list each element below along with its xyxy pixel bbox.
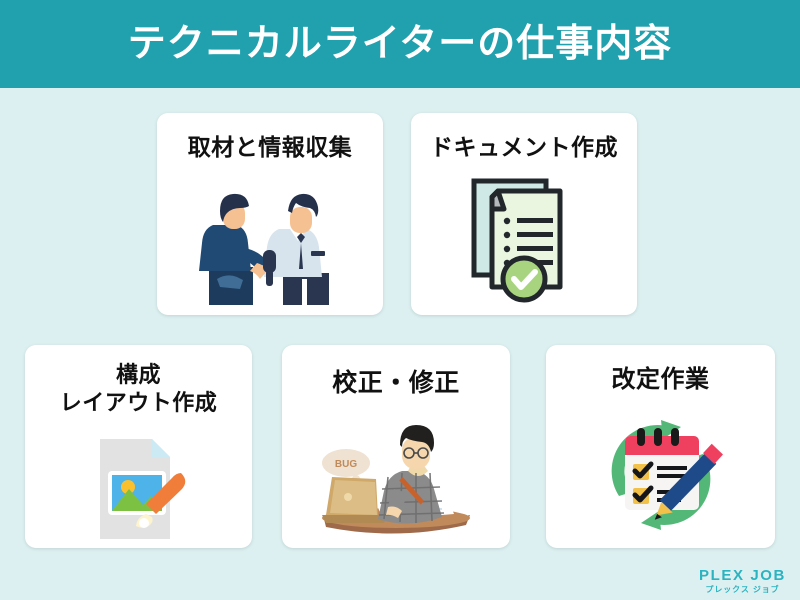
card-layout[interactable]: 構成 レイアウト作成 [25,345,252,548]
brand-logo-sub: プレックス ジョブ [705,585,780,594]
card-layout-title: 構成 レイアウト作成 [25,361,252,417]
card-document[interactable]: ドキュメント作成 [411,113,637,315]
brand-logo: PLEX JOB プレックス ジョブ [699,568,786,594]
interview-illustration [157,175,383,305]
card-document-title: ドキュメント作成 [430,134,618,160]
header-banner: テクニカルライターの仕事内容 [0,0,800,88]
page-title: テクニカルライターの仕事内容 [127,23,673,65]
card-interview[interactable]: 取材と情報収集 [157,113,383,315]
card-revision[interactable]: 改定作業 [546,345,775,548]
brand-logo-main: PLEX JOB [699,567,786,584]
card-proofread-title: 校正・修正 [332,369,460,397]
card-proofread[interactable]: 校正・修正 BUG [282,345,510,548]
card-revision-title: 改定作業 [611,366,710,393]
card-interview-title: 取材と情報収集 [187,134,353,160]
document-checklist-icon [411,171,637,307]
card-layout-title-line1: 構成 [115,362,161,387]
proofreading-illustration: BUG [282,413,510,538]
card-layout-title-line2: レイアウト作成 [59,390,218,416]
svg-text:BUG: BUG [335,459,357,470]
calendar-checklist-pencil-icon [546,403,775,543]
image-paintbrush-icon [25,435,252,543]
